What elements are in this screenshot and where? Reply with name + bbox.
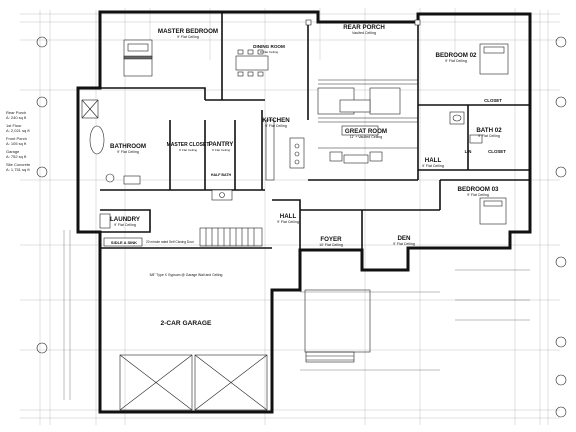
room-foyer: FOYER — [320, 236, 342, 243]
reference-grid — [20, 8, 560, 425]
note-stair-door: 20 minute rated Self Closing Door — [146, 240, 195, 244]
room-lin: LIN — [465, 149, 472, 154]
room-closet: CLOSET — [488, 149, 506, 154]
room-ceiling: 9' Flat Ceiling — [422, 164, 444, 168]
room-bath-02: BATH 02 — [476, 127, 502, 134]
room-rear-porch: REAR PORCH — [343, 24, 385, 31]
room-ceiling: 9' Flat Ceiling — [467, 193, 489, 197]
notes: SIDLE A SINK 20 minute rated Self Closin… — [111, 240, 223, 277]
front-porch — [304, 289, 371, 363]
room-hall: HALL — [425, 157, 442, 164]
room-master-closet: MASTER CLOSET — [167, 142, 210, 148]
room-ceiling: Vaulted Ceiling — [352, 31, 376, 35]
stairs — [199, 227, 263, 247]
room-ceiling: 9' Flat Ceiling — [177, 35, 199, 39]
area-value: A: 105 sq ft — [6, 141, 27, 146]
room-ceiling: 9' Flat Ceiling — [114, 223, 136, 227]
room-ceiling: 10' Flat Ceiling — [319, 243, 343, 247]
room-ceiling: 9' Flat Ceiling — [265, 124, 287, 128]
area-value: A: 240 sq ft — [6, 115, 27, 120]
area-value: A: 2,021 sq ft — [6, 128, 30, 133]
room-ceiling: 9' Flat Ceiling — [277, 220, 299, 224]
room-laundry: LAUNDRY — [110, 216, 141, 223]
area-label: Front Porch — [6, 136, 27, 141]
room-ceiling: 9' Flat Ceiling — [212, 148, 230, 152]
area-value: A: 752 sq ft — [6, 154, 27, 159]
room-bedroom-02: BEDROOM 02 — [436, 52, 477, 59]
room-dining-room: DINING ROOM — [253, 44, 285, 49]
room-half-bath: HALF BATH — [211, 173, 232, 177]
room-great-room: GREAT ROOM — [345, 128, 387, 135]
room-ceiling: 11' + Vaulted Ceiling — [350, 135, 382, 139]
room-ceiling: 9' Flat Ceiling — [445, 59, 467, 63]
room-ceiling: 9' Flat Ceiling — [117, 150, 139, 154]
room-ceiling: 9' Flat Ceiling — [260, 50, 278, 54]
interior-walls — [100, 12, 530, 250]
room-labels: MASTER BEDROOM 9' Flat Ceiling REAR PORC… — [110, 24, 506, 327]
area-label: Garage — [6, 149, 20, 154]
room-kitchen: KITCHEN — [262, 117, 290, 124]
garage-doors — [119, 354, 268, 411]
room-ceiling: 9' Flat Ceiling — [478, 134, 500, 138]
room-bathroom: BATHROOM — [110, 143, 146, 150]
room-2-car-garage: 2-CAR GARAGE — [161, 320, 213, 327]
room-master-bedroom: MASTER BEDROOM — [158, 28, 218, 35]
area-value: A: 1,751 sq ft — [6, 167, 30, 172]
exterior-walls — [76, 10, 532, 414]
room-den: DEN — [397, 235, 411, 242]
room-bedroom-03: BEDROOM 03 — [458, 186, 499, 193]
room-hall: HALL — [280, 213, 297, 220]
area-label: 1st Floor — [6, 123, 22, 128]
room-ceiling: 9' Flat Ceiling — [179, 148, 197, 152]
porch-structure — [305, 19, 421, 149]
area-label: Rear Porch — [6, 110, 26, 115]
furniture — [81, 39, 509, 247]
room-closet: CLOSET — [484, 98, 502, 103]
area-label: Site Concrete — [6, 162, 31, 167]
room-pantry: PANTRY — [209, 141, 235, 148]
note-sidle-sink: SIDLE A SINK — [111, 240, 137, 245]
note-garage-gypsum: 5/8" Type X Gypsum @ Garage Wall and Cei… — [150, 273, 223, 277]
grid-bubbles — [36, 36, 567, 418]
area-schedule: Rear Porch A: 240 sq ft 1st Floor A: 2,0… — [6, 110, 31, 172]
room-ceiling: 9' Flat Ceiling — [393, 242, 415, 246]
